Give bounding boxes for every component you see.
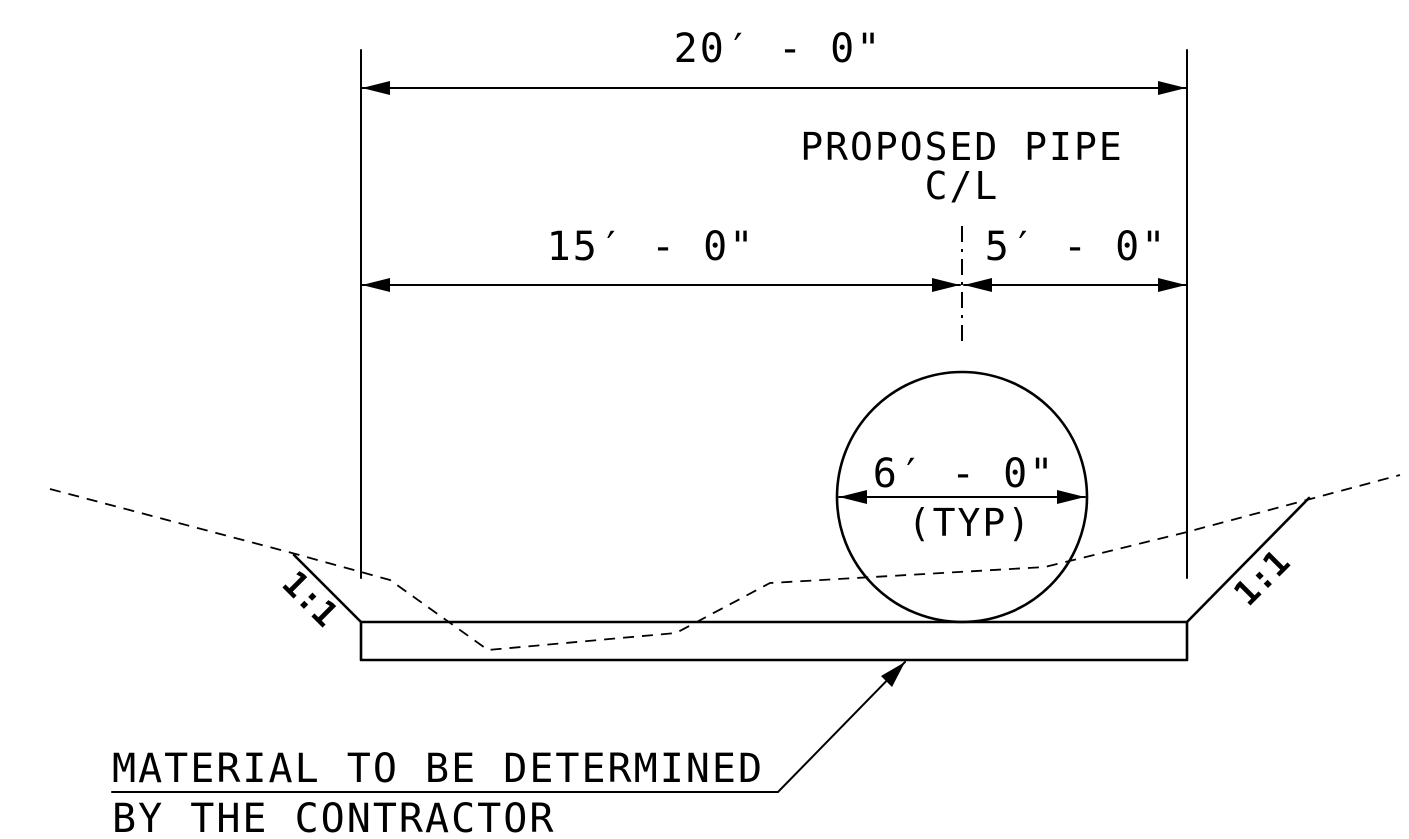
overall-dimension-label: 20′ - 0" bbox=[674, 26, 883, 72]
proposed-pipe bbox=[835, 370, 1089, 624]
pipe-diameter-label: 6′ - 0" bbox=[873, 451, 1056, 497]
right-side-slope bbox=[1185, 496, 1311, 624]
bedding-material-slab bbox=[359, 620, 1189, 662]
right-partial-dimension bbox=[963, 278, 1187, 292]
pipe-diameter-note: (TYP) bbox=[908, 501, 1032, 545]
material-note-line1: MATERIAL TO BE DETERMINED bbox=[112, 746, 764, 792]
existing-ground-line bbox=[49, 474, 1401, 651]
right-slope-label: 1:1 bbox=[1226, 542, 1298, 614]
left-partial-dimension bbox=[361, 278, 961, 292]
centerline-label-line1: PROPOSED PIPE bbox=[800, 125, 1123, 169]
material-note-line2: BY THE CONTRACTOR bbox=[112, 796, 555, 839]
leader-arrowhead bbox=[881, 662, 905, 687]
material-leader bbox=[111, 661, 906, 793]
right-partial-dimension-label: 5′ - 0" bbox=[985, 224, 1168, 270]
left-side-slope bbox=[292, 553, 363, 624]
overall-dimension bbox=[361, 81, 1187, 95]
left-slope-label: 1:1 bbox=[274, 563, 346, 635]
centerline-label-line2: C/L bbox=[925, 164, 1000, 208]
arrowhead-right bbox=[1158, 81, 1186, 95]
pipe-diameter-dimension bbox=[838, 490, 1086, 504]
arrowhead-left bbox=[362, 81, 390, 95]
left-partial-dimension-label: 15′ - 0" bbox=[547, 224, 756, 270]
